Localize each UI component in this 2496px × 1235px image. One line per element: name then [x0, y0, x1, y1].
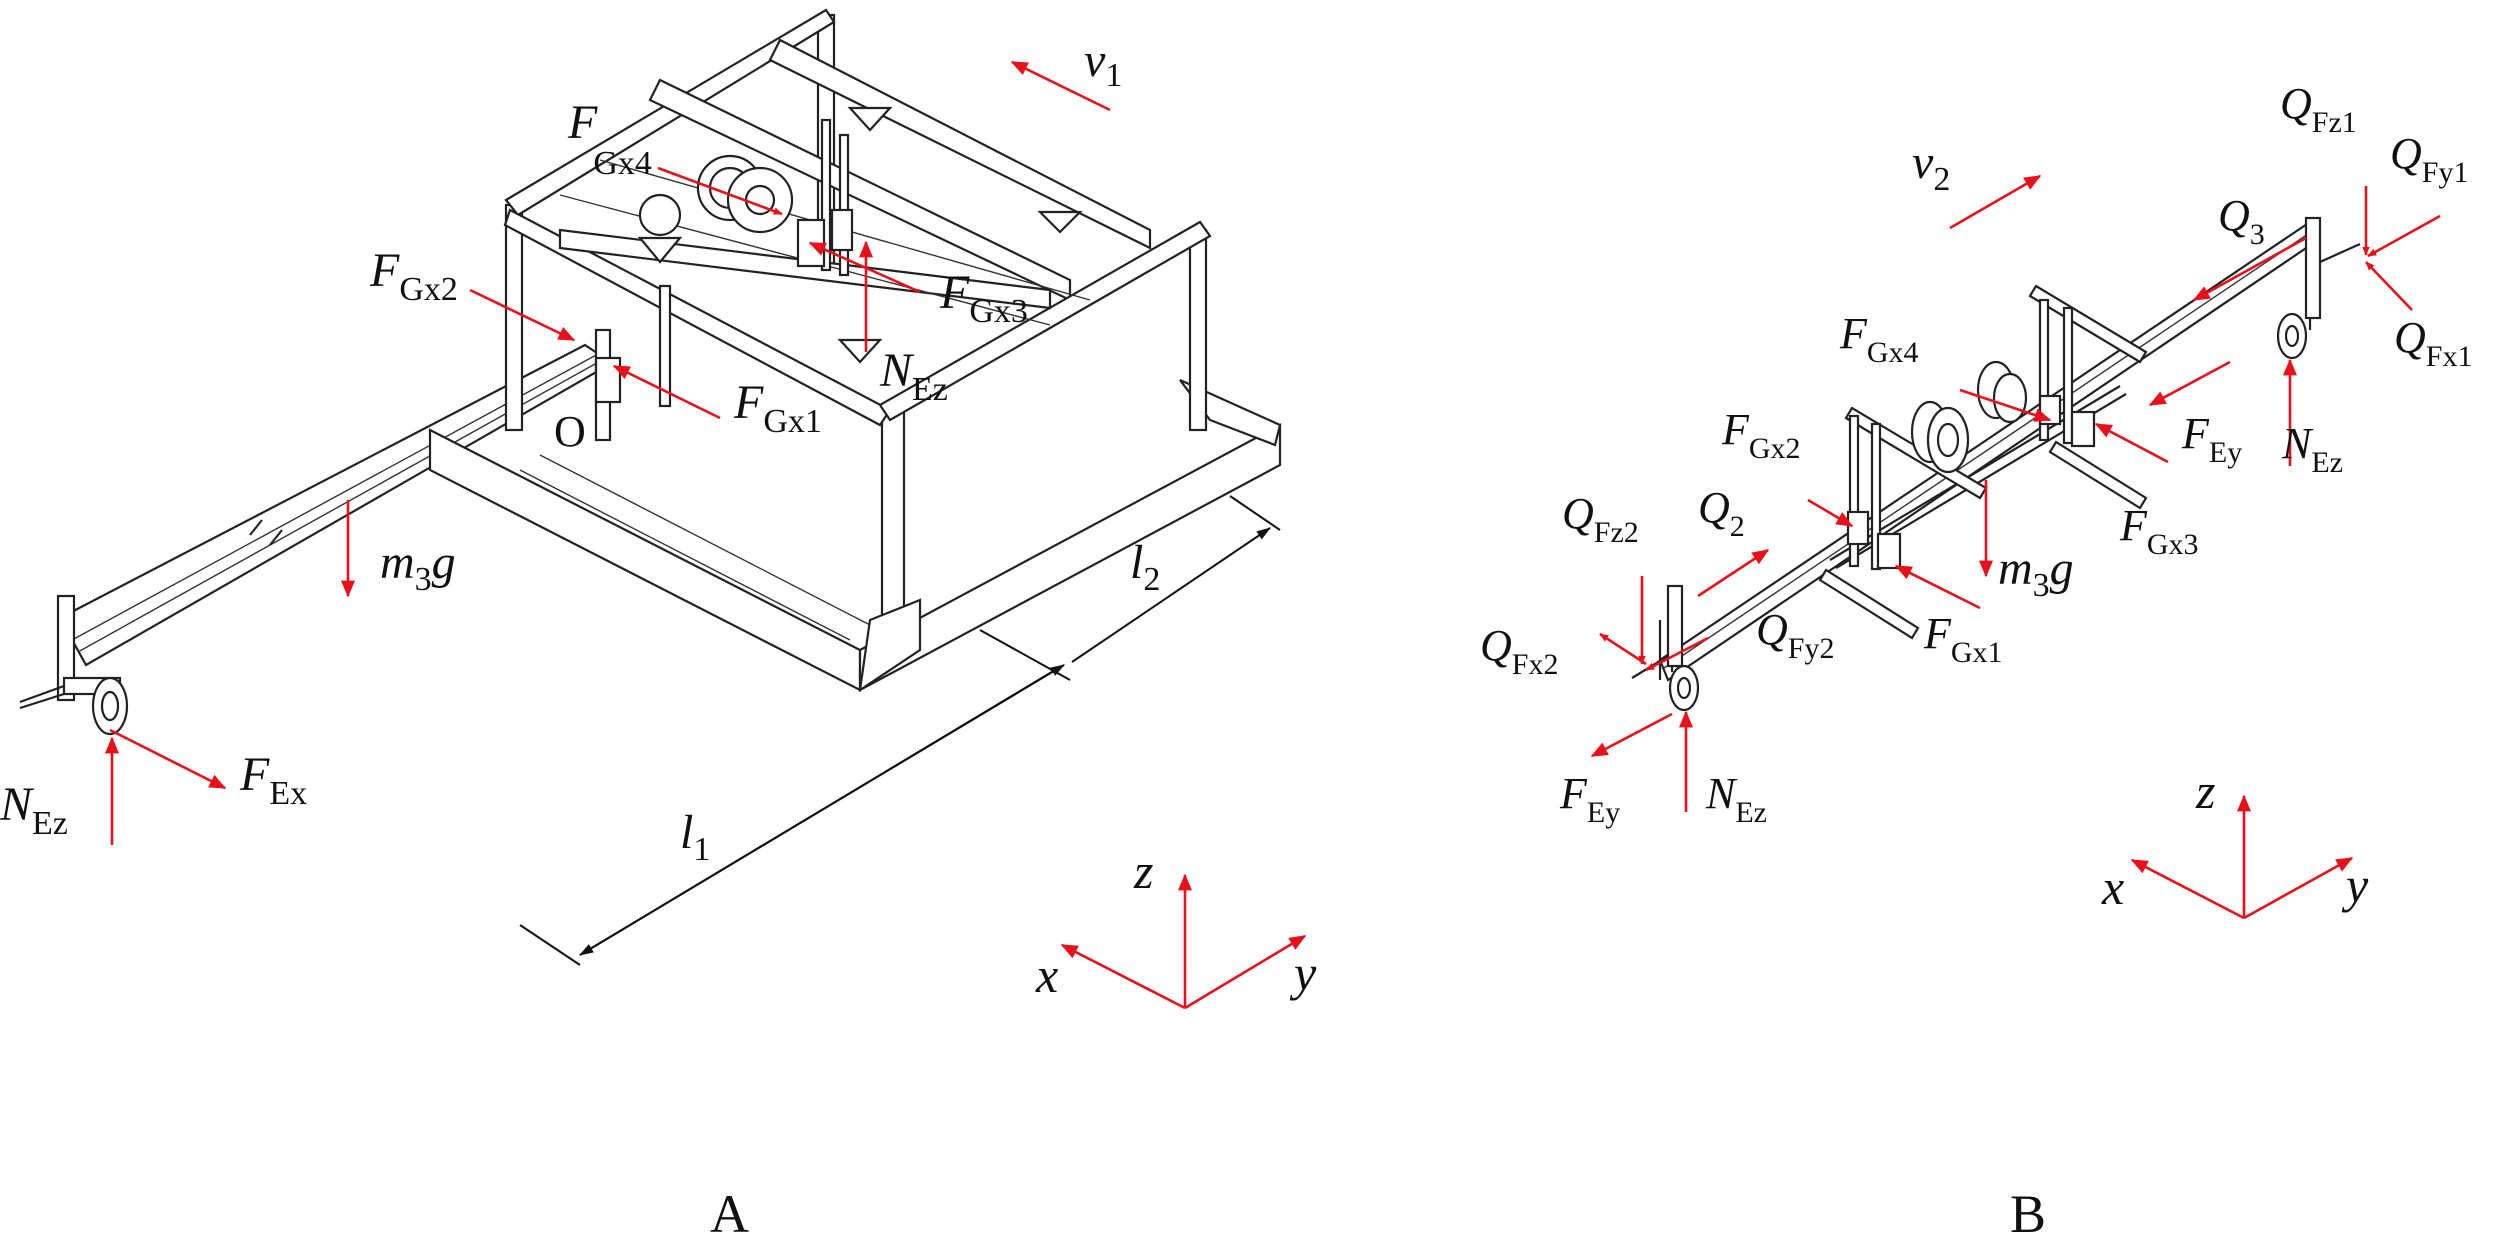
a-label-l1: l1	[680, 806, 710, 868]
b-label-fey-right: FEy	[2181, 409, 2242, 469]
b-v2-arrow	[1949, 174, 2042, 230]
b-label-fgx3: FGx3	[2119, 501, 2199, 561]
a-fex-arrow	[109, 728, 227, 790]
a-label-m3g: m3g	[380, 536, 456, 598]
a-label-nez: NEz	[0, 778, 68, 842]
b-x-axis	[2130, 858, 2245, 920]
a-x-axis	[1060, 943, 1186, 1010]
b-y-axis	[2243, 856, 2354, 920]
b-label-m3g: m3g	[1998, 542, 2074, 604]
b-axis-label-x: x	[2101, 859, 2124, 915]
b-qfy2-arrow	[1645, 636, 1709, 672]
b-label-q3: Q3	[2218, 191, 2265, 251]
b-fey-left-arrow	[1590, 712, 1673, 758]
panel-b-forces	[1590, 174, 2441, 812]
a-y-axis	[1184, 934, 1307, 1010]
b-label-fgx1: FGx1	[1923, 609, 2003, 669]
b-label-nez-right: NEz	[2281, 419, 2343, 479]
panel-a-axes	[1060, 873, 1307, 1010]
a-axis-label-x: x	[1035, 947, 1058, 1003]
b-label-fgx2: FGx2	[1721, 405, 1801, 465]
b-label-fgx4: FGx4	[1839, 309, 1919, 369]
panel-a: v1 FGx4 FGx2 FGx3 NEz FGx1 O m3g l2 l1 F…	[0, 8, 1317, 1235]
a-label-nez-top: NEz	[879, 344, 948, 408]
a-axis-label-y: y	[1289, 945, 1317, 1001]
b-fgx1-arrow	[1894, 564, 1981, 610]
b-label-fey-left: FEy	[1559, 769, 1620, 829]
panel-a-dimensions	[519, 495, 1281, 966]
a-label-origin: O	[554, 407, 586, 456]
b-fey-right-arrow	[2148, 360, 2231, 407]
a-l1-dim-arrow-right	[584, 664, 1066, 953]
a-label-fgx2: FGx2	[369, 244, 458, 308]
a-label-v1: v1	[1084, 34, 1122, 94]
a-fgx1-arrow	[612, 364, 721, 420]
b-qfy1-arrow	[2367, 214, 2441, 258]
b-label-qfy2: QFy2	[1756, 605, 1834, 665]
panel-a-forces	[105, 60, 1111, 845]
b-label-nez-left: NEz	[1705, 769, 1767, 829]
b-axis-label-y: y	[2341, 857, 2369, 913]
b-label-q2: Q2	[1698, 483, 1745, 543]
b-label-qfx2: QFx2	[1480, 621, 1558, 681]
panel-b-labels: v2 QFz1 QFy1 Q3 QFx1 FGx4 FEy NEz FGx2 F…	[1480, 79, 2472, 915]
a-fgx4-arrow	[657, 166, 783, 216]
b-axis-label-z: z	[2195, 763, 2215, 819]
b-label-qfy1: QFy1	[2390, 129, 2468, 189]
panel-a-caption: A	[710, 1184, 749, 1235]
b-qfx2-arrow	[1599, 632, 1647, 666]
b-q2-arrow	[1697, 548, 1770, 598]
a-label-fgx3: FGx3	[939, 266, 1028, 330]
panel-a-boom	[19, 343, 615, 736]
b-label-v2: v2	[1912, 136, 1950, 198]
b-fgx4-arrow	[1959, 388, 2052, 422]
panel-b: v2 QFz1 QFy1 Q3 QFx1 FGx4 FEy NEz FGx2 F…	[1480, 79, 2472, 1235]
a-label-l2: l2	[1130, 536, 1160, 598]
panel-a-frame	[503, 8, 1212, 693]
a-label-fgx1: FGx1	[733, 376, 822, 440]
a-label-fex: FEx	[239, 748, 307, 812]
b-qfx1-arrow	[2365, 261, 2413, 311]
panel-b-axes	[2130, 794, 2354, 920]
b-q3-arrow	[2192, 236, 2307, 302]
a-v1-arrow	[1010, 60, 1111, 112]
b-label-qfx1: QFx1	[2394, 313, 2472, 373]
b-label-qfz1: QFz1	[2280, 79, 2357, 139]
panel-a-base-bed	[428, 378, 1282, 692]
panel-b-caption: B	[2010, 1184, 2046, 1235]
b-fgx2-arrow	[1807, 498, 1854, 528]
a-axis-label-z: z	[1133, 843, 1153, 899]
a-fgx2-arrow	[469, 288, 576, 342]
a-l2-dim-arrow	[1071, 527, 1271, 663]
b-label-qfz2: QFz2	[1562, 489, 1639, 549]
b-fgx3-arrow	[2094, 422, 2169, 464]
